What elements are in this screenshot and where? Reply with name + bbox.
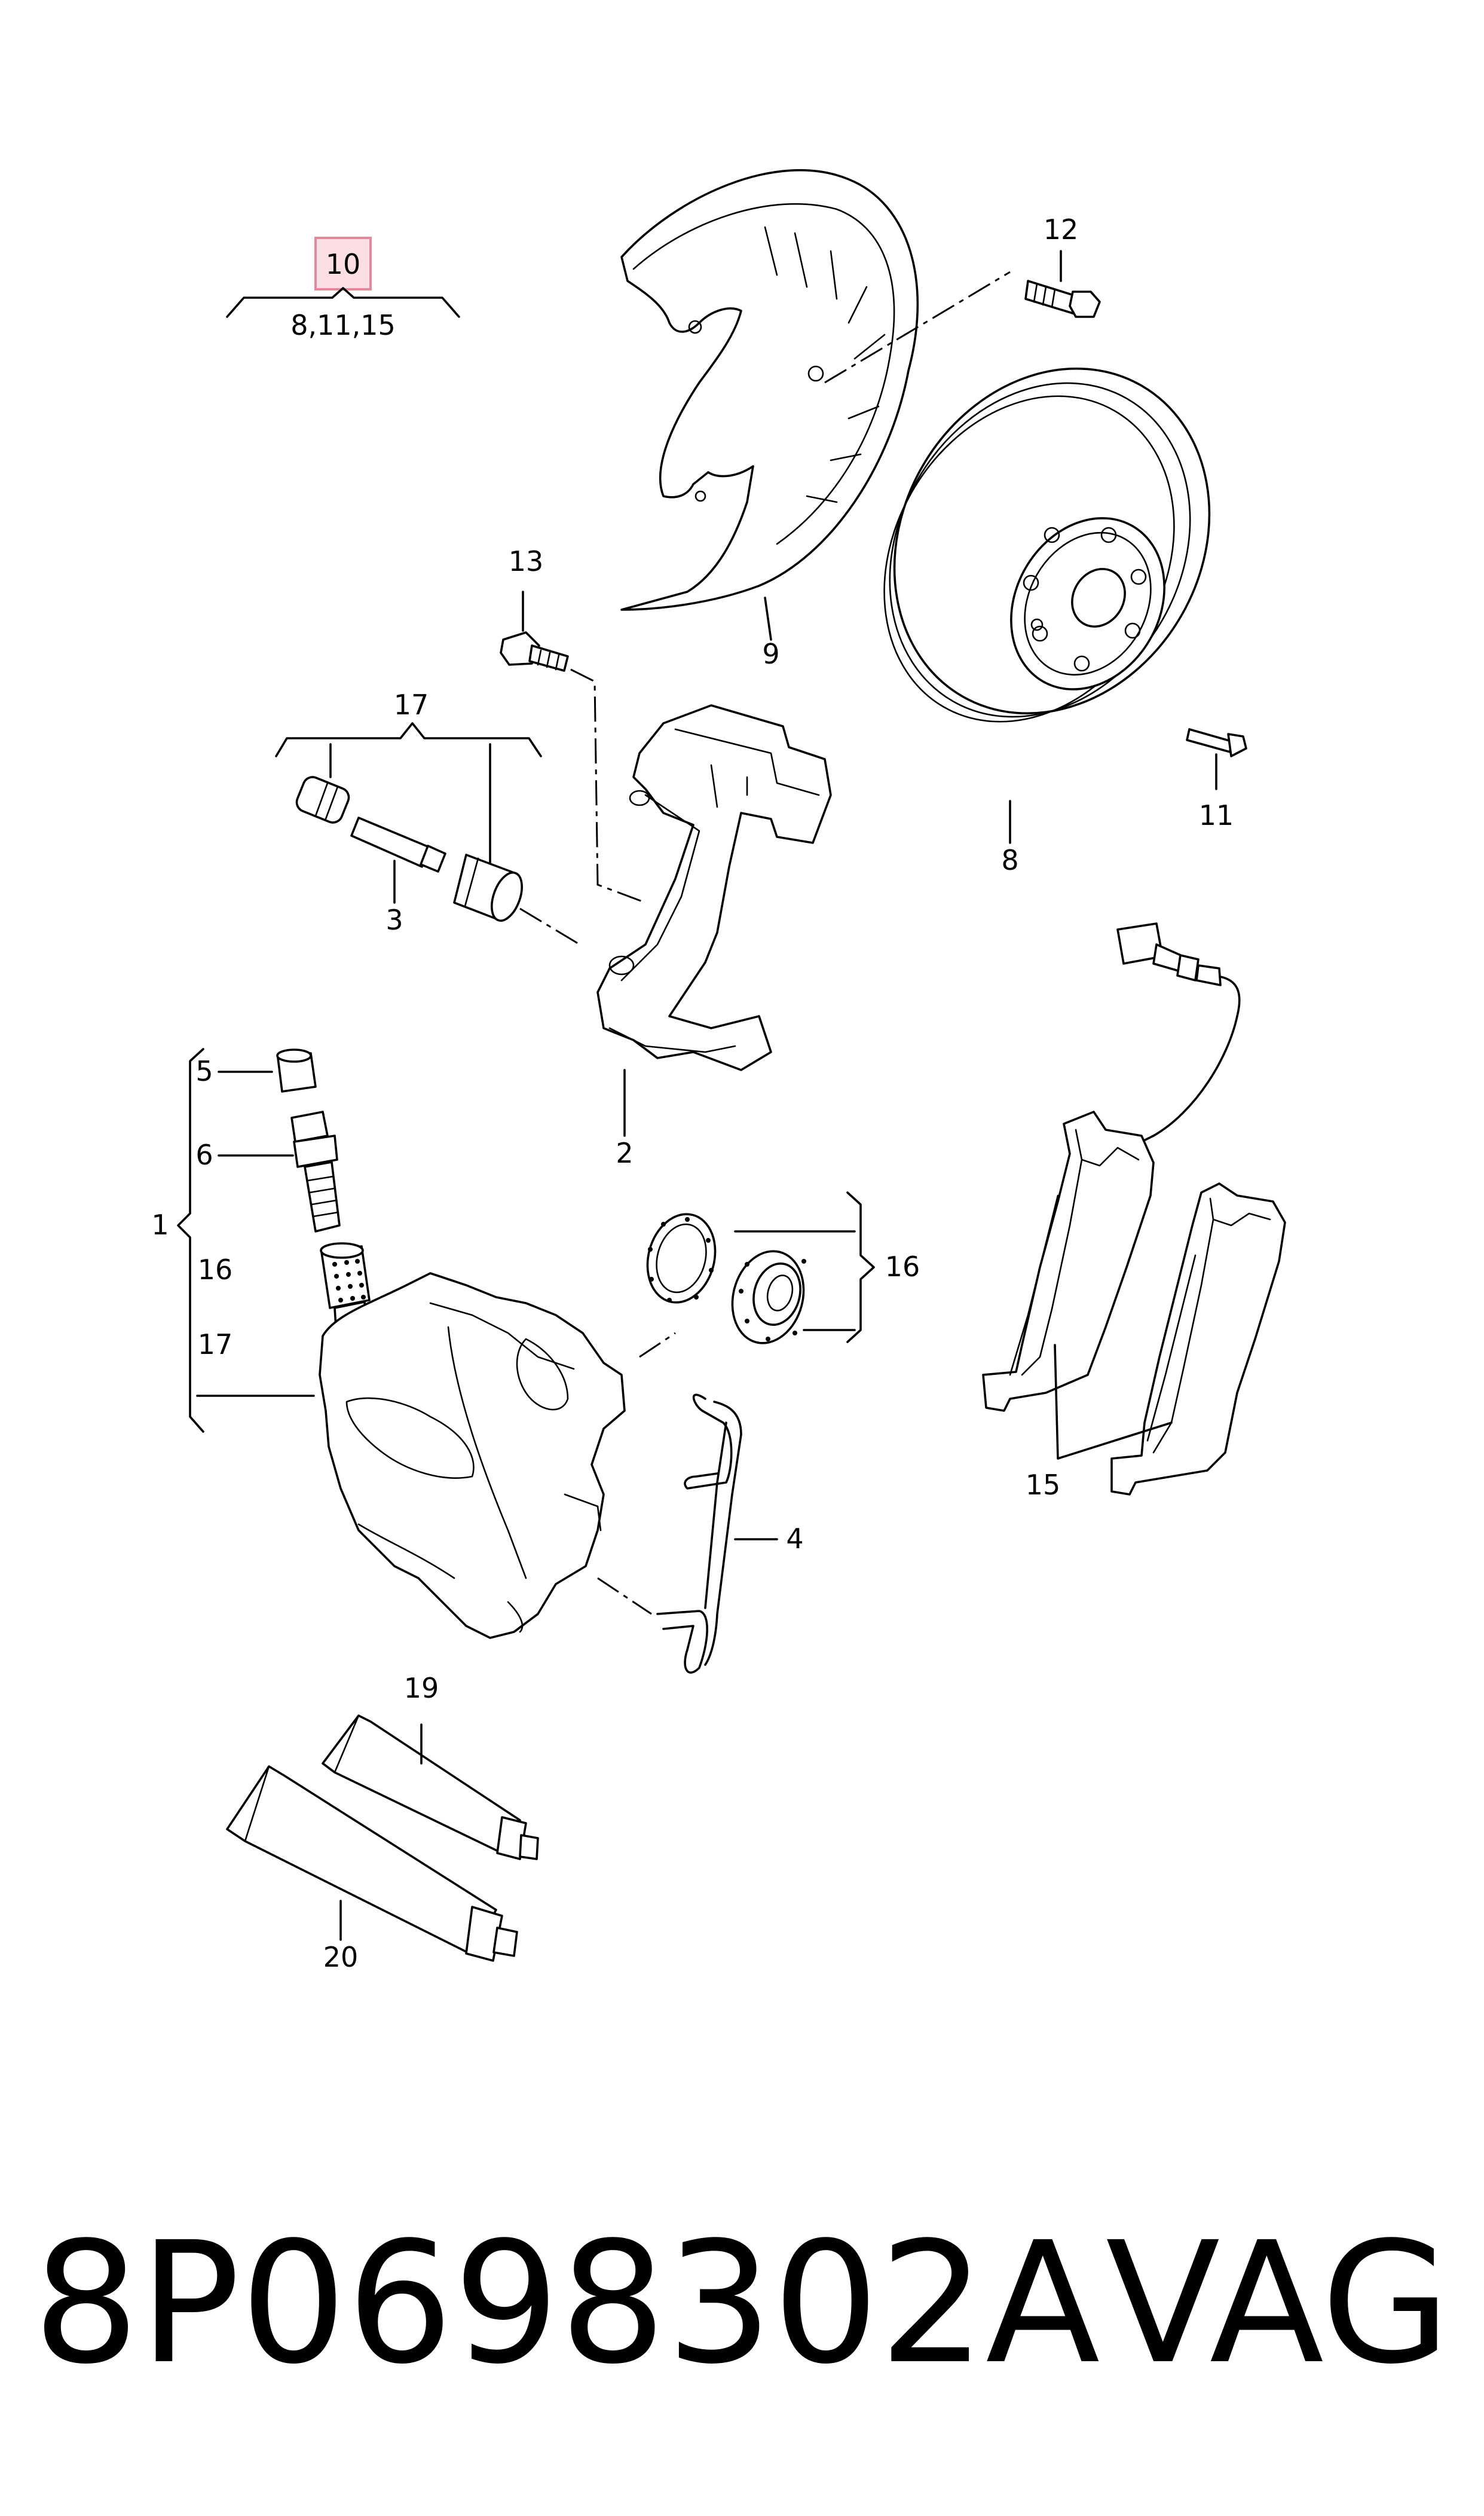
header-items-label: 8,11,15 <box>290 309 396 341</box>
piston-seal[interactable] <box>723 1243 813 1352</box>
guide-sleeve[interactable] <box>453 854 528 925</box>
callout-15: 15 <box>1026 1469 1061 1501</box>
bracket-1 <box>177 1048 204 1433</box>
callout-16-right: 16 <box>885 1251 920 1283</box>
callout-6: 6 <box>195 1139 213 1171</box>
brake-disc[interactable] <box>827 311 1271 774</box>
callout-3: 3 <box>385 904 403 936</box>
bolt-12[interactable] <box>1024 280 1101 318</box>
callout-19: 19 <box>404 1672 439 1704</box>
bolt-13[interactable] <box>500 631 569 672</box>
callout-8: 8 <box>1001 844 1018 876</box>
callout-20: 20 <box>323 1941 359 1973</box>
guide-pin[interactable] <box>350 817 446 873</box>
callout-17-upper: 17 <box>394 689 429 721</box>
guide-bushing-cap[interactable] <box>294 774 352 826</box>
piston[interactable] <box>320 1242 371 1328</box>
bleed-screw[interactable] <box>290 1111 341 1233</box>
callout-11: 11 <box>1199 799 1234 831</box>
bracket-16 <box>846 1191 875 1343</box>
callout-17-left: 17 <box>198 1328 233 1361</box>
brake-pad-inner[interactable] <box>982 1111 1155 1412</box>
footer-part-number: 8P0698302A <box>33 2206 1101 2401</box>
header-group: 10 8,11,15 <box>226 237 460 341</box>
callout-9: 9 <box>762 638 779 670</box>
header-bracket <box>226 287 460 318</box>
footer-brand: VAG <box>1106 2206 1451 2401</box>
screw-11[interactable] <box>1186 728 1247 757</box>
bracket-17-upper <box>275 722 542 757</box>
callout-5: 5 <box>195 1055 213 1087</box>
callout-16-left: 16 <box>198 1254 233 1286</box>
dust-cap[interactable] <box>276 1048 317 1093</box>
caliper-housing[interactable] <box>319 1272 626 1639</box>
callout-13: 13 <box>509 545 544 577</box>
highlight-label: 10 <box>326 248 361 280</box>
wear-sensor[interactable] <box>1116 922 1241 1146</box>
callout-4: 4 <box>786 1523 803 1555</box>
grease-tube-19[interactable] <box>322 1714 539 1860</box>
spring-clip[interactable] <box>656 1393 742 1674</box>
brake-pad-outer[interactable] <box>1110 1182 1286 1496</box>
callout-12: 12 <box>1044 213 1079 246</box>
grease-tube-20[interactable] <box>226 1765 518 1962</box>
dust-seal-ring[interactable] <box>638 1206 724 1310</box>
caliper-carrier[interactable] <box>596 704 832 1071</box>
callout-1: 1 <box>151 1209 169 1241</box>
splash-shield[interactable] <box>620 169 919 611</box>
callout-2: 2 <box>616 1137 633 1169</box>
